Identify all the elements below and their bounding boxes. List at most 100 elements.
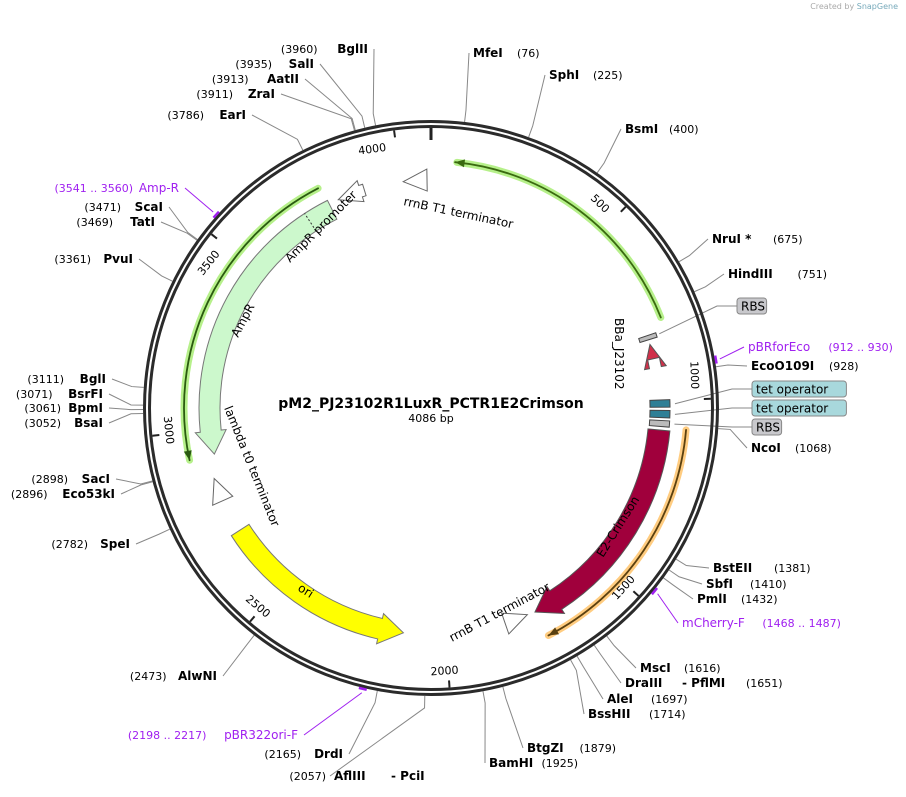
feature-arc-top-head [455, 159, 466, 168]
enzyme-leader-line [482, 691, 486, 764]
feature-callout-box [736, 297, 768, 315]
feature-arc-top [454, 161, 662, 319]
snapgene-credit: Created by SnapGene [810, 2, 898, 11]
feature-callout-label: tet operator [756, 383, 828, 397]
enzyme-leader-line [111, 378, 144, 388]
enzyme-name: NruI * [712, 232, 752, 246]
tick-label: 1000 [687, 361, 701, 389]
enzyme-leader-line [160, 221, 198, 241]
enzyme-position: (1410) [750, 578, 787, 591]
callout-leader-line [674, 407, 752, 415]
enzyme-name: AflIII [334, 769, 366, 783]
enzyme-name: SalI [289, 57, 314, 71]
enzyme-position: (751) [798, 268, 828, 281]
feature-callout-box [751, 399, 847, 417]
tick-mark [393, 130, 396, 138]
enzyme-leader-line [319, 63, 366, 128]
enzyme-name: SpeI [100, 537, 130, 551]
feature-arc-right-head [548, 627, 560, 636]
enzyme-name: BsrFI [68, 387, 103, 401]
tick-label: 3000 [161, 416, 177, 445]
primer-range: (2198 .. 2217) [128, 729, 207, 742]
enzyme-leader-line [348, 690, 378, 755]
lambda-terminator-label: lambda t0 terminator [221, 404, 282, 529]
enzyme-position: (2782) [51, 538, 88, 551]
enzyme-name: BglI [80, 372, 106, 386]
tick-mark [249, 615, 256, 623]
enzyme-leader-line [576, 655, 604, 700]
primer-leader-line [184, 187, 214, 213]
enzyme-name: BglII [337, 42, 368, 56]
tet-operator-box [649, 399, 671, 408]
enzyme-leader-line [222, 634, 255, 677]
enzyme-position: (3111) [27, 373, 64, 386]
callout-leader-line [674, 388, 752, 405]
enzyme-position: (3911) [196, 88, 233, 101]
enzyme-name: SbfI [706, 577, 733, 591]
callout-leader-line [674, 423, 752, 428]
credit-prefix: Created by [810, 2, 855, 11]
feature-arc-right [547, 428, 687, 637]
ampr-promoter-divider [304, 213, 317, 232]
feature-arc-left [183, 187, 319, 462]
enzyme-name: AatII [267, 72, 299, 86]
plasmid-name: pM2_PJ23102R1LuxR_PCTR1E2Crimson [278, 396, 583, 412]
backbone-outer [143, 120, 719, 696]
tick-mark [620, 206, 627, 213]
primer-range: (1468 .. 1487) [762, 617, 841, 630]
enzyme-position: (1697) [651, 693, 688, 706]
rrnb-top-label: rrnB T1 terminator [402, 194, 514, 231]
plasmid-length: 4086 bp [408, 412, 453, 425]
enzyme-leader-line [694, 273, 725, 293]
enzyme-name: BpmI [68, 401, 103, 415]
primer-name: pBRforEco [748, 340, 810, 354]
enzyme-name: TatI [130, 215, 155, 229]
bba-j23102-arrow [643, 343, 668, 371]
ori-feature [230, 523, 405, 645]
enzyme-leader-line [528, 74, 546, 138]
enzyme-leader-line [329, 695, 426, 777]
enzyme-leader-line [135, 528, 170, 545]
feature-track [180, 158, 718, 691]
tick-label: 4000 [357, 141, 386, 158]
enzyme-leader-line [464, 52, 470, 123]
tick-mark [632, 590, 640, 597]
ampr-feature [194, 199, 338, 455]
enzyme-leader-line [606, 635, 637, 669]
feature-callout-label: tet operator [756, 402, 828, 416]
e2crimson-feature [534, 428, 671, 615]
enzyme-leader-line [663, 577, 694, 600]
enzyme-name: NcoI [751, 441, 781, 455]
enzyme-name: EarI [219, 108, 246, 122]
enzyme-leader-line [108, 393, 144, 406]
enzyme-name: SacI [82, 472, 110, 486]
enzyme-name: AlwNI [178, 669, 217, 683]
enzyme-position: (1879) [580, 742, 617, 755]
feature-highlight-top [453, 158, 665, 321]
enzyme-position: (76) [517, 47, 540, 60]
tick-label: 1500 [609, 573, 637, 602]
rrnb-terminator-arrow-bottom [500, 612, 529, 635]
feature-arc-left-head [183, 450, 192, 461]
primer-mark [650, 587, 659, 596]
enzyme-name: Eco53kI [62, 487, 115, 501]
primer-leader-line [719, 346, 745, 360]
enzyme-name: AleI [607, 692, 633, 706]
tick-mark [210, 233, 218, 240]
callout-leader-line [659, 305, 737, 335]
enzyme-position: (1381) [774, 562, 811, 575]
enzyme-name: MfeI [473, 46, 503, 60]
enzyme-position: (3061) [24, 402, 61, 415]
backbone-inner [148, 125, 714, 691]
enzyme-position: (3960) [281, 43, 318, 56]
tick-label: 3500 [195, 248, 223, 278]
enzyme-name: BstEII [713, 561, 752, 575]
primer-leader-line [657, 593, 679, 624]
enzyme-name: ScaI [135, 200, 163, 214]
enzyme-leader-line [251, 114, 304, 151]
lambda-terminator-arrow [212, 477, 234, 507]
enzyme-leader-line [678, 238, 709, 263]
enzyme-leader-line [570, 659, 585, 715]
enzyme-leader-line [593, 644, 622, 684]
